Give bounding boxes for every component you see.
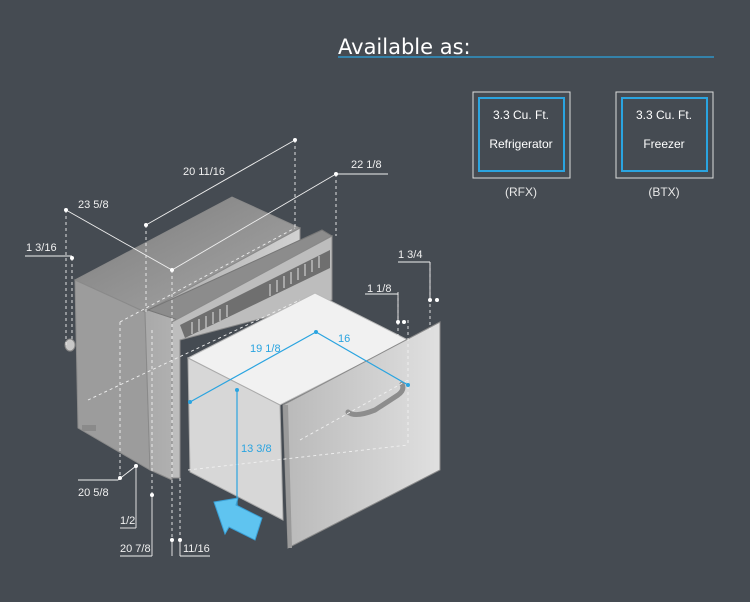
option-freezer-caption: (BTX) xyxy=(648,185,679,199)
dim-width-top: 20 11/16 xyxy=(183,166,225,178)
option-refrigerator-caption: (RFX) xyxy=(505,185,537,199)
dim-height-total: 20 7/8 xyxy=(120,543,151,555)
drawer-handle xyxy=(345,381,406,418)
dim-depth-outer: 23 5/8 xyxy=(78,199,109,211)
drawer xyxy=(186,292,441,549)
dim-width-front: 22 1/8 xyxy=(351,159,382,171)
option-refrigerator: 3.3 Cu. Ft. Refrigerator (RFX) xyxy=(472,91,571,199)
option-freezer: 3.3 Cu. Ft. Freezer (BTX) xyxy=(615,91,714,199)
cabinet-body xyxy=(64,196,334,481)
dim-offset-back: 1 3/16 xyxy=(26,242,57,254)
slide-direction-arrow-icon xyxy=(213,497,263,541)
dim-interior-depth: 19 1/8 xyxy=(250,343,281,355)
dim-interior-width: 16 xyxy=(338,333,350,345)
leader-lines xyxy=(25,139,431,557)
option-freezer-line1: 3.3 Cu. Ft. xyxy=(636,108,692,122)
dim-trim: 11/16 xyxy=(183,543,210,555)
dim-height-body: 20 5/8 xyxy=(78,487,109,499)
dim-drawer-lip: 1 1/8 xyxy=(367,283,391,295)
interior-dimension-lines xyxy=(189,331,409,515)
dim-interior-height: 13 3/8 xyxy=(241,443,272,455)
header-title: Available as: xyxy=(338,35,471,59)
option-refrigerator-line2: Refrigerator xyxy=(489,137,552,151)
dim-drawer-face: 1 3/4 xyxy=(398,249,422,261)
dimension-dots xyxy=(64,138,439,542)
dim-gap-bottom: 1/2 xyxy=(120,515,135,527)
option-freezer-line2: Freezer xyxy=(643,137,684,151)
option-refrigerator-line1: 3.3 Cu. Ft. xyxy=(493,108,549,122)
